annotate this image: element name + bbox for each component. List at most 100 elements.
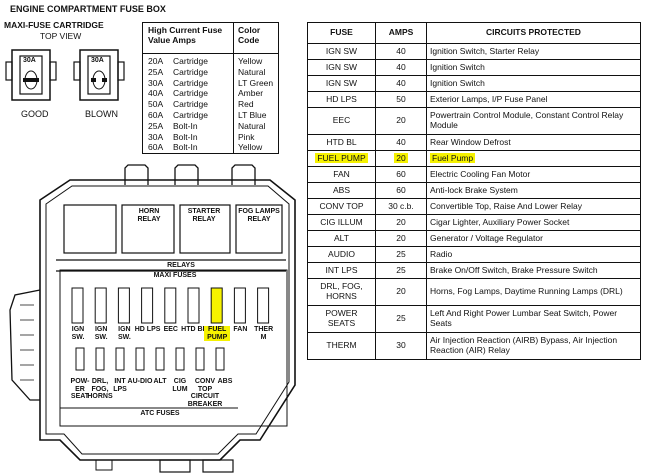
- cell-fuse: IGN SW: [307, 75, 376, 92]
- cell-circuits: Powertrain Control Module, Constant Cont…: [426, 107, 641, 135]
- cc-row: 60A Cartridge LT Blue: [143, 110, 278, 121]
- cc-amps: 60A: [148, 110, 164, 120]
- maxi-fuse-slot: [164, 287, 177, 324]
- cell-amps-text: 20: [396, 232, 406, 243]
- table-row: DRL, FOG, HORNS 20 Horns, Fog Lamps, Dayti…: [307, 278, 641, 306]
- cc-type: Bolt-In: [173, 142, 198, 153]
- good-fuse-icon: [5, 49, 57, 101]
- atc-fuse-slot: [75, 347, 85, 371]
- cell-circuits: Horns, Fog Lamps, Daytime Running Lamps …: [426, 278, 641, 306]
- cell-amps-text: 60: [396, 184, 406, 195]
- cc-amps: 40A: [148, 88, 164, 99]
- atc-fuse-label: DRL, FOG, HORNS: [87, 378, 113, 401]
- atc-fuse-label: CONV TOP CIRCUIT BREAKER: [187, 378, 223, 409]
- cell-circuits: Fuel Pump: [426, 150, 641, 167]
- good-label: GOOD: [21, 109, 49, 119]
- atc-fuse-label: INT LPS: [113, 378, 127, 393]
- cc-type: Cartridge: [173, 56, 208, 66]
- cell-amps: 60: [375, 166, 427, 183]
- cell-circuits: Exterior Lamps, I/P Fuse Panel: [426, 91, 641, 108]
- cell-fuse: THERM: [307, 332, 376, 360]
- cc-amps: 25A: [148, 66, 164, 77]
- cc-color: Natural: [238, 66, 266, 77]
- cell-amps-text: 20: [396, 286, 406, 297]
- cc-row: 60A Bolt-In Yellow: [143, 142, 278, 153]
- cell-fuse: DRL, FOG, HORNS: [307, 278, 376, 306]
- col-amps: AMPS: [375, 22, 427, 44]
- cell-amps-text: 40: [396, 136, 406, 147]
- maxi-fuse-slot: [233, 287, 246, 324]
- cell-circuits-text: Electric Cooling Fan Motor: [430, 168, 531, 179]
- atc-fuse-label: AU-DIO: [127, 378, 153, 385]
- cell-fuse-text: CONV TOP: [319, 200, 364, 211]
- cell-circuits-text: Radio: [430, 248, 453, 259]
- cell-fuse-text: IGN SW: [325, 45, 358, 56]
- cc-color: Yellow: [238, 142, 263, 153]
- cell-amps: 25: [375, 305, 427, 333]
- maxi-fuse-slot: [187, 287, 200, 324]
- cell-circuits: Brake On/Off Switch, Brake Pressure Swit…: [426, 262, 641, 279]
- cc-color: Pink: [238, 131, 255, 142]
- cell-circuits-text: Exterior Lamps, I/P Fuse Panel: [430, 93, 548, 104]
- cell-amps: 20: [375, 150, 427, 167]
- cell-circuits: Radio: [426, 246, 641, 263]
- maxi-fuse-label: EEC: [163, 326, 178, 333]
- good-fuse-value: 30A: [23, 57, 36, 64]
- cell-amps: 60: [375, 182, 427, 199]
- cell-circuits-text: Fuel Pump: [430, 152, 476, 163]
- cell-fuse: CIG ILLUM: [307, 214, 376, 231]
- cell-amps: 30: [375, 332, 427, 360]
- relays-label: RELAYS: [167, 262, 195, 269]
- maxi-fuse-label: FAN: [233, 326, 248, 333]
- atc-fuse-slot: [135, 347, 145, 371]
- cell-fuse-text: ALT: [334, 232, 349, 243]
- cc-type: Cartridge: [173, 110, 208, 120]
- cell-amps: 25: [375, 262, 427, 279]
- cell-amps: 40: [375, 75, 427, 92]
- maxi-fuse-slot: [71, 287, 84, 324]
- cell-amps: 20: [375, 230, 427, 247]
- cc-amps: 60A: [148, 142, 164, 153]
- cell-circuits-text: Air Injection Reaction (AIRB) Bypass, Ai…: [430, 335, 618, 355]
- cell-circuits: Rear Window Defrost: [426, 134, 641, 151]
- relay-starter: STARTER RELAY: [187, 208, 221, 223]
- blown-fuse-value: 30A: [91, 57, 104, 64]
- atc-fuse-slot: [115, 347, 125, 371]
- atc-fuse-slot: [175, 347, 185, 371]
- cell-fuse-text: IGN SW: [325, 61, 358, 72]
- cell-circuits-text: Ignition Switch: [430, 77, 485, 88]
- cell-amps-text: 20: [394, 152, 408, 163]
- cell-circuits-text: Horns, Fog Lamps, Daytime Running Lamps …: [430, 286, 623, 297]
- cell-amps-text: 25: [396, 264, 406, 275]
- cell-fuse: FUEL PUMP: [307, 150, 376, 167]
- maxi-fuse-slot: [257, 287, 270, 324]
- cell-amps-text: 25: [396, 248, 406, 259]
- cell-amps: 30 c.b.: [375, 198, 427, 215]
- cc-header-amps: High Current Fuse Value Amps: [148, 25, 223, 45]
- maxi-cartridge-drawing: [5, 49, 125, 101]
- cell-fuse-text: CIG ILLUM: [320, 216, 363, 227]
- cell-amps: 40: [375, 59, 427, 76]
- atc-fuse-slot: [155, 347, 165, 371]
- cell-circuits-text: Brake On/Off Switch, Brake Pressure Swit…: [430, 264, 598, 275]
- cc-color: LT Blue: [238, 110, 267, 120]
- cell-fuse-text: ABS: [332, 184, 350, 195]
- cc-header-color: Color Code: [238, 25, 261, 45]
- cc-type: Cartridge: [173, 99, 208, 110]
- cell-amps-text: 25: [396, 313, 406, 324]
- cell-amps: 40: [375, 134, 427, 151]
- cell-circuits: Ignition Switch: [426, 75, 641, 92]
- cell-circuits: Electric Cooling Fan Motor: [426, 166, 641, 183]
- cell-fuse-text: INT LPS: [325, 264, 358, 275]
- cc-type: Cartridge: [173, 88, 208, 99]
